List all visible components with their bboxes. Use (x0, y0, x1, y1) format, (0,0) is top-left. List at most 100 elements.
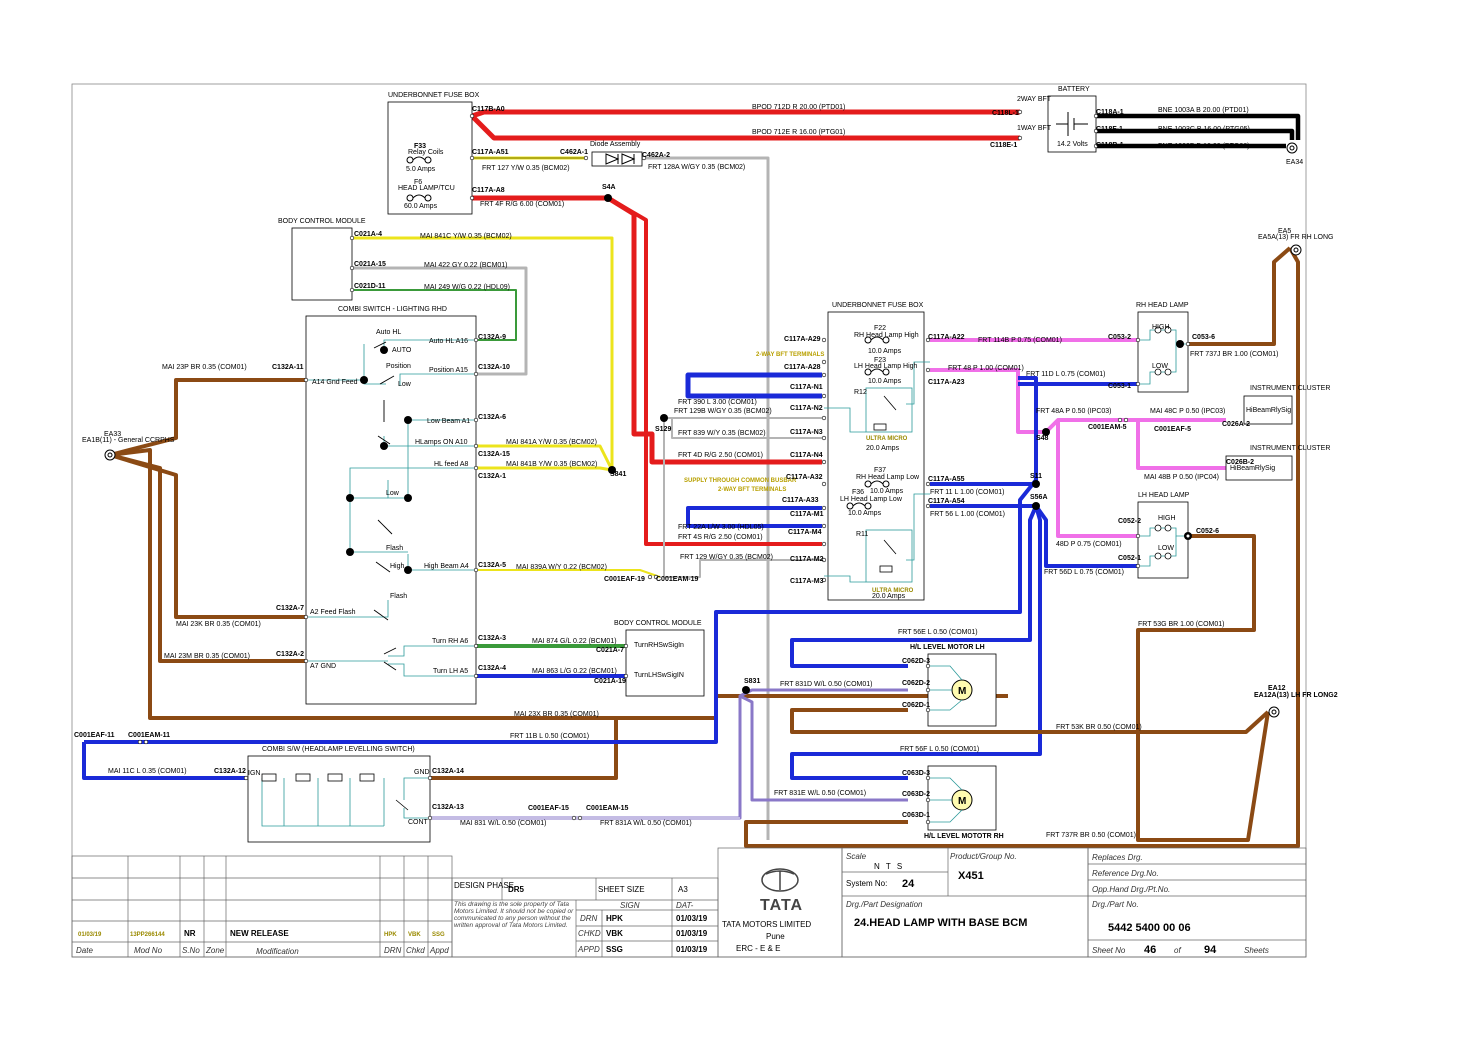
levelling-switch-title: COMBI S/W (HEADLAMP LEVELLING SWITCH) (262, 746, 415, 753)
title-block-grid (71, 847, 1307, 958)
ground-terminals (104, 142, 1302, 718)
svg-text:NR: NR (184, 929, 196, 938)
levelling-resistors (261, 773, 375, 782)
f33-sub: Relay Coils (408, 149, 444, 156)
wire-23p (109, 378, 306, 457)
wire-712d (471, 109, 1020, 119)
svg-text:M: M (958, 796, 966, 807)
f6-sub: HEAD LAMP/TCU (398, 185, 455, 192)
ground-ea34: EA34 (1286, 159, 1303, 166)
f6-label: F6 (414, 179, 422, 186)
svg-text:FRT 4D R/G 2.50 (COM01): FRT 4D R/G 2.50 (COM01) (678, 452, 763, 459)
lh-lamp-high: HIGH (1158, 515, 1176, 522)
combi-sw-low: Low (398, 381, 412, 388)
svg-text:C132A-11: C132A-11 (272, 364, 304, 371)
designation-value: 24.HEAD LAMP WITH BASE BCM (854, 917, 1027, 929)
combi-turn-lh: Turn LH A5 (433, 668, 468, 675)
connector-pins (137, 109, 1191, 825)
wire-11b (84, 478, 1038, 744)
part-value: 5442 5400 00 06 (1108, 922, 1191, 934)
combi-sw-position: Position (386, 363, 411, 370)
svg-text:C062D-3: C062D-3 (902, 658, 930, 665)
chkd-sign: VBK (606, 929, 623, 938)
sheet-size-label: SHEET SIZE (598, 885, 645, 894)
svg-text:MAI 841A Y/W 0.35 (BCM02): MAI 841A Y/W 0.35 (BCM02) (506, 439, 597, 446)
f36-sub: LH Head Lamp Low (840, 496, 903, 503)
svg-text:C132A-2: C132A-2 (276, 651, 304, 658)
svg-text:MAI 23M BR 0.35 (COM01): MAI 23M BR 0.35 (COM01) (164, 653, 250, 660)
svg-text:C117A-A55: C117A-A55 (928, 476, 965, 483)
wire-737j (1188, 246, 1292, 346)
dat-label: DAT- (676, 901, 694, 910)
svg-text:C021A-19: C021A-19 (594, 678, 626, 685)
svg-text:FRT 831E W/L 0.50 (COM01): FRT 831E W/L 0.50 (COM01) (774, 790, 866, 797)
svg-text:MAI 48C P 0.50 (IPC03): MAI 48C P 0.50 (IPC03) (1150, 408, 1225, 415)
lh-head-lamp-title: LH HEAD LAMP (1138, 492, 1190, 499)
drn-sign: HPK (606, 914, 623, 923)
svg-text:C063D-1: C063D-1 (902, 812, 930, 819)
levelling-gnd: GND (414, 769, 430, 776)
svg-text:FRT 737J BR 1.00 (COM01): FRT 737J BR 1.00 (COM01) (1190, 351, 1278, 358)
logo-text: TATA (760, 897, 803, 914)
product-value: X451 (958, 870, 984, 882)
sheet-value: 46 (1144, 944, 1156, 956)
svg-text:MAI 863 L/G 0.22 (BCM01): MAI 863 L/G 0.22 (BCM01) (532, 668, 617, 675)
svg-text:HPK: HPK (384, 932, 397, 938)
relay-symbols (824, 361, 930, 583)
svg-text:S841: S841 (610, 471, 626, 478)
of-value: 94 (1204, 944, 1217, 956)
svg-text:C117A-A28: C117A-A28 (784, 364, 821, 371)
sheets-label: Sheets (1244, 946, 1269, 955)
wire-23m (109, 453, 306, 663)
note-busbar: SUPPLY THROUGH COMMON BUSBAR (684, 478, 797, 484)
chkd-label: CHKD (578, 929, 601, 938)
svg-text:FRT 56 L 1.00 (COM01): FRT 56 L 1.00 (COM01) (930, 511, 1005, 518)
svg-text:C053-2: C053-2 (1108, 334, 1131, 341)
svg-text:C118L-1: C118L-1 (992, 110, 1019, 117)
svg-text:MAI 23X BR 0.35 (COM01): MAI 23X BR 0.35 (COM01) (514, 711, 599, 718)
svg-text:C118B-1: C118B-1 (1096, 142, 1124, 149)
svg-text:C117A-M1: C117A-M1 (790, 511, 824, 518)
ground-ea12: EA12 (1268, 685, 1286, 692)
svg-text:C117A-M4: C117A-M4 (788, 529, 822, 536)
svg-text:BNE 1003C B 16.00 (PTG05): BNE 1003C B 16.00 (PTG05) (1158, 126, 1250, 133)
svg-text:MAI 874 G/L 0.22 (BCM01): MAI 874 G/L 0.22 (BCM01) (532, 638, 617, 645)
svg-text:DRN: DRN (384, 946, 402, 955)
wire-422 (352, 266, 528, 376)
svg-text:MAI 841C Y/W 0.35 (BCM02): MAI 841C Y/W 0.35 (BCM02) (420, 233, 512, 240)
wire-841b (476, 466, 613, 472)
wire-22a (686, 506, 822, 528)
f23-amps: 10.0 Amps (868, 378, 902, 385)
combi-a7: A7 GND (310, 663, 336, 670)
rh-lamp-high: HIGH (1152, 324, 1170, 331)
ground-ea33-sub: EA1B(11) - General CCRPHS (82, 437, 175, 444)
svg-text:C026A-2: C026A-2 (1222, 421, 1250, 428)
f23-label: F23 (874, 357, 886, 364)
svg-text:FRT 48 P 1.00 (COM01): FRT 48 P 1.00 (COM01) (948, 365, 1024, 372)
svg-text:C001EAM-19: C001EAM-19 (656, 576, 699, 583)
levelling-cont: CONT (408, 819, 429, 826)
combi-sw-flash: Flash (386, 545, 403, 552)
chkd-date: 01/03/19 (676, 929, 708, 938)
svg-text:C118E-1: C118E-1 (990, 142, 1017, 149)
svg-text:VBK: VBK (408, 932, 421, 938)
svg-text:C132A-9: C132A-9 (478, 334, 506, 341)
levelling-switch-internals (261, 777, 430, 827)
svg-text:FRT 11B L 0.50 (COM01): FRT 11B L 0.50 (COM01) (510, 733, 589, 740)
motor-lh-icon: M (951, 679, 973, 701)
svg-text:S129: S129 (655, 426, 671, 433)
svg-text:C001EAM-11: C001EAM-11 (128, 732, 170, 739)
svg-text:C063D-3: C063D-3 (902, 770, 930, 777)
ground-ea12-sub: EA12A(13) LH FR LONG2 (1254, 692, 1338, 699)
company-city: Pune (766, 932, 785, 941)
svg-text:FRT 11 L 1.00 (COM01): FRT 11 L 1.00 (COM01) (930, 489, 1004, 496)
svg-text:M: M (958, 686, 966, 697)
svg-text:C132A-7: C132A-7 (276, 605, 304, 612)
svg-text:FRT 390 L 3.00 (COM01): FRT 390 L 3.00 (COM01) (678, 399, 757, 406)
svg-text:FRT 129 W/GY 0.35 (BCM02): FRT 129 W/GY 0.35 (BCM02) (680, 554, 773, 561)
svg-text:C132A-6: C132A-6 (478, 414, 506, 421)
f37-label: F37 (874, 467, 886, 474)
battery-volts: 14.2 Volts (1057, 141, 1088, 148)
company-name: TATA MOTORS LIMITED (722, 920, 811, 929)
